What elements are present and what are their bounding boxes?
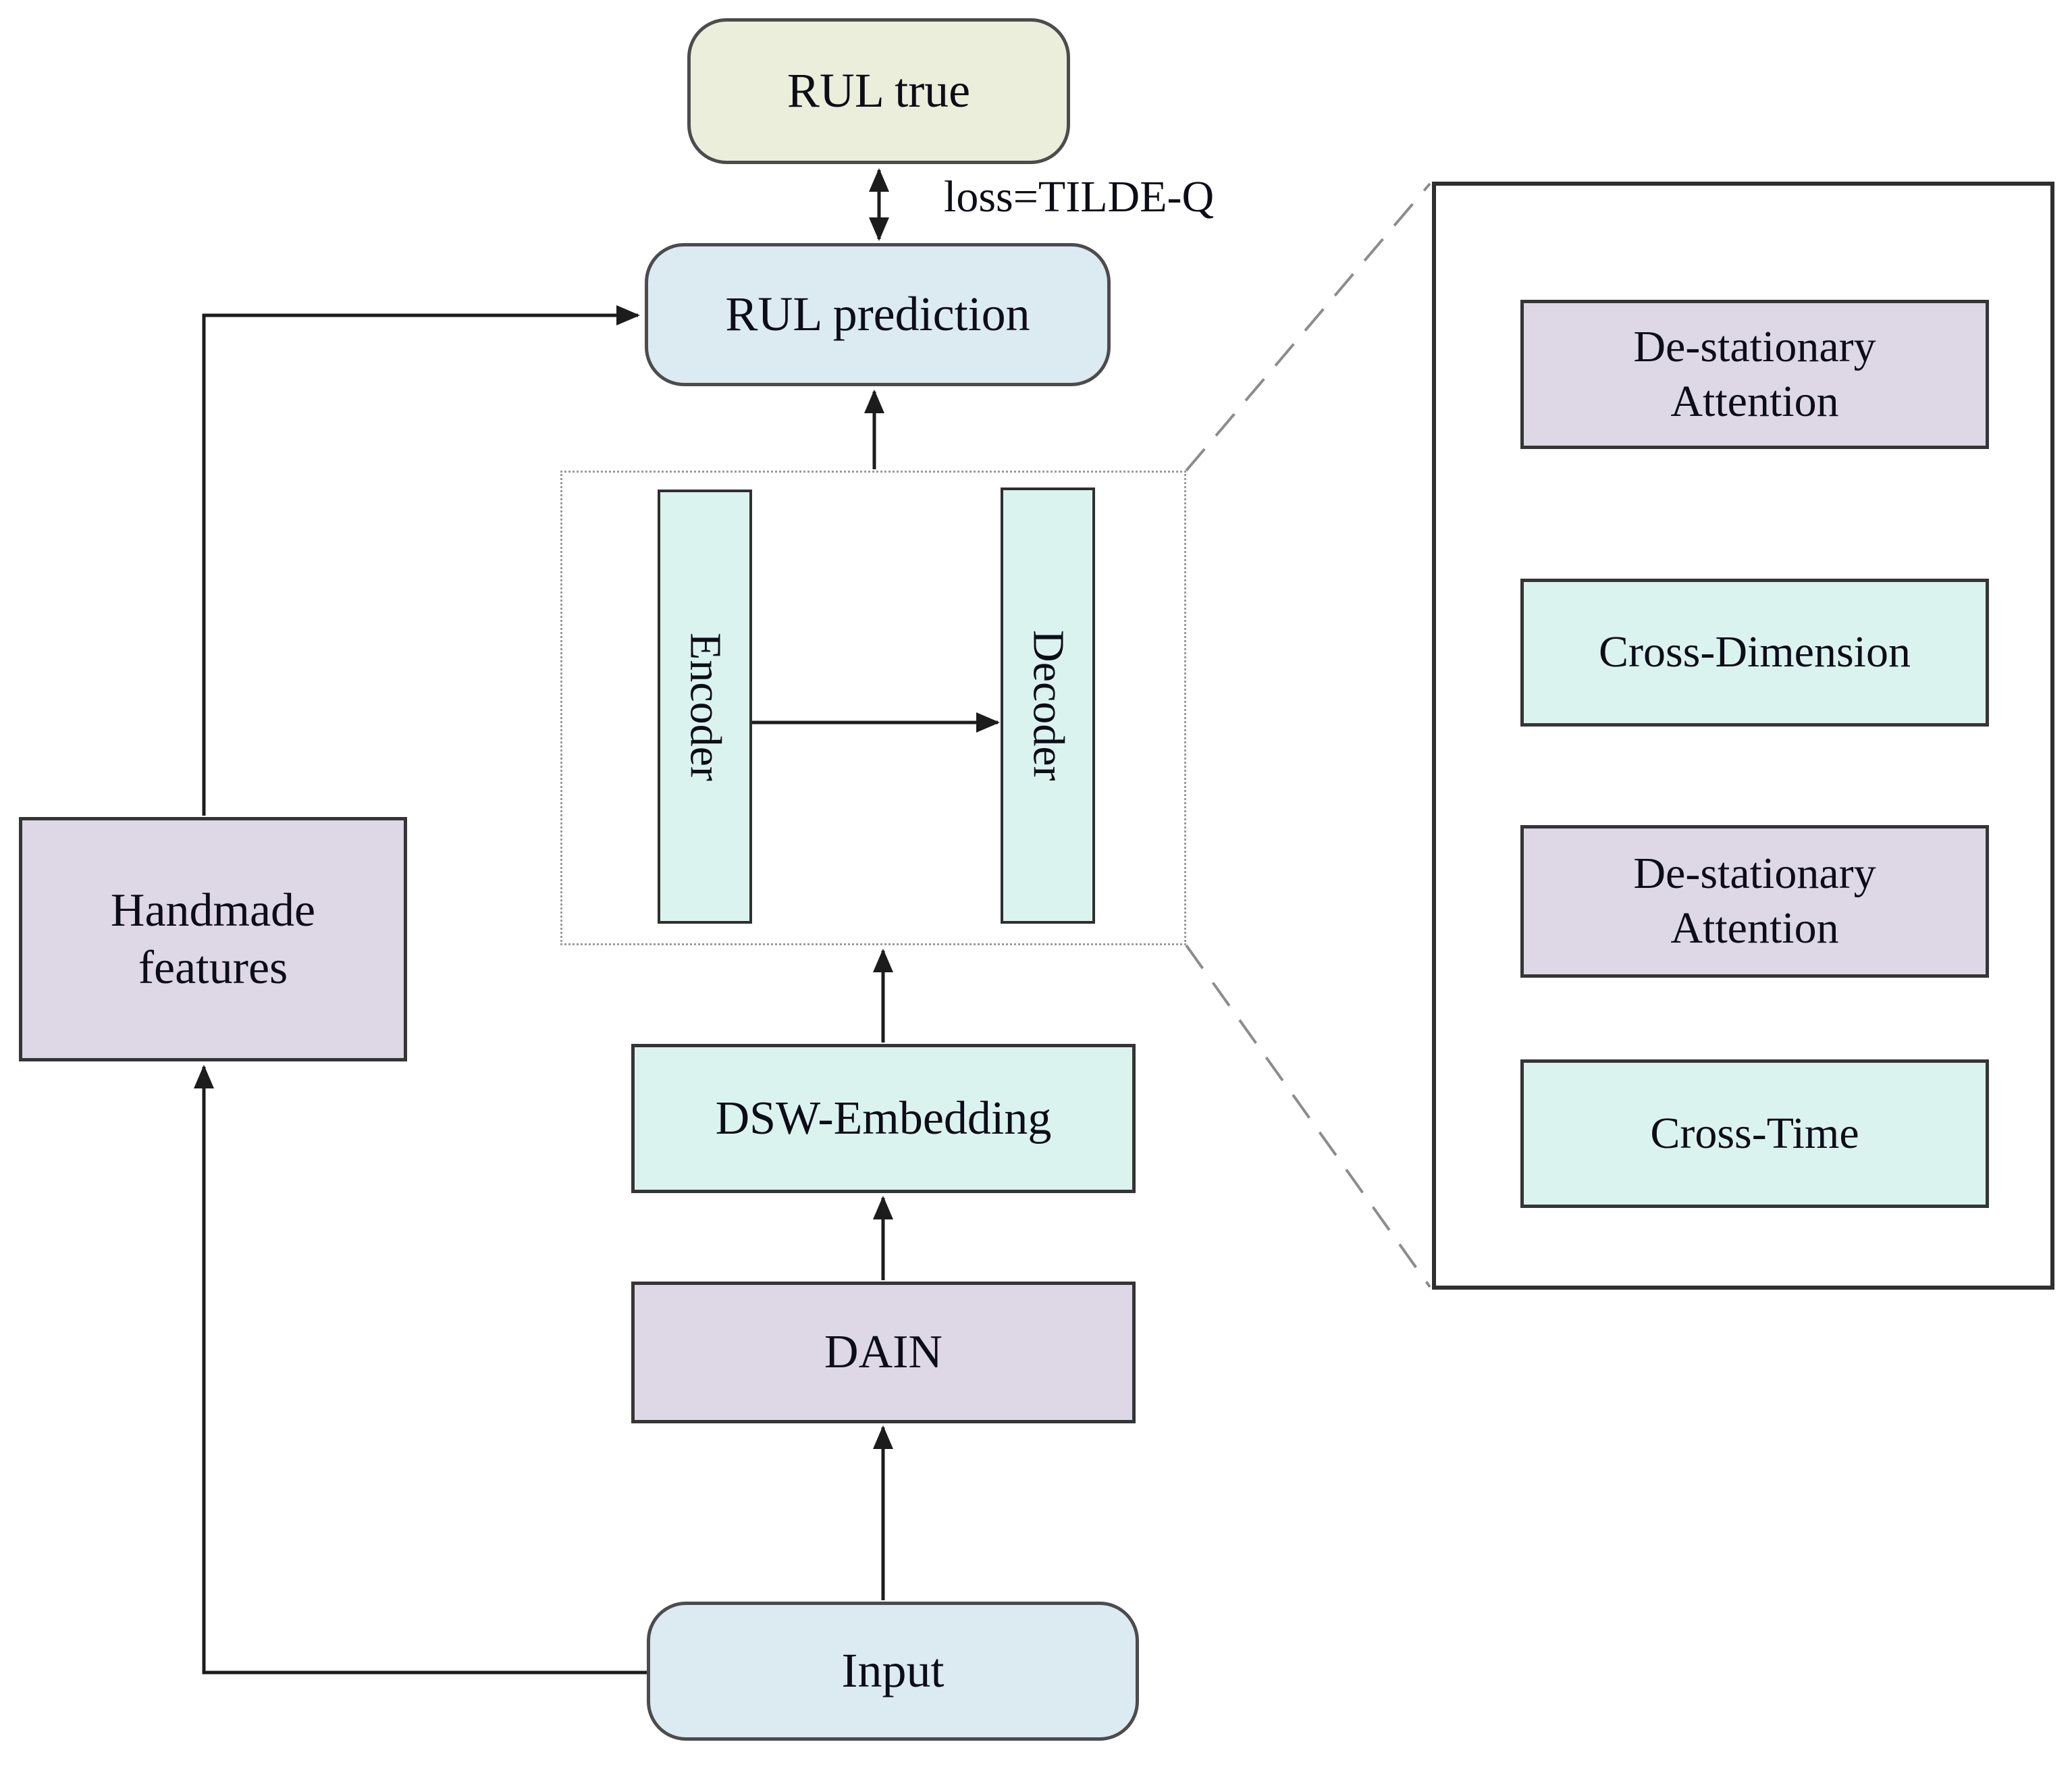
node-handmade-features: Handmade features <box>19 817 407 1061</box>
panel-box-cross-dimension-label: Cross-Dimension <box>1599 627 1911 677</box>
node-rul-prediction-label: RUL prediction <box>725 287 1030 342</box>
dashed-connector-top <box>1185 182 1431 472</box>
node-decoder: Decoder <box>1001 488 1095 924</box>
panel-box-cross-time: Cross-Time <box>1520 1059 1989 1208</box>
node-decoder-label: Decoder <box>1024 630 1073 781</box>
panel-box-de-stationary-attention-bottom: De-stationary Attention <box>1520 825 1989 978</box>
arrow-handmade-to-rul-prediction <box>202 305 640 816</box>
node-encoder-label: Encoder <box>681 632 730 781</box>
node-dsw-embedding: DSW-Embedding <box>631 1044 1136 1193</box>
node-input: Input <box>647 1602 1139 1741</box>
panel-box-cross-dimension: Cross-Dimension <box>1520 579 1989 727</box>
node-rul-true: RUL true <box>687 18 1070 164</box>
panel-box-de-stationary-attention-top: De-stationary Attention <box>1520 300 1989 449</box>
node-rul-true-label: RUL true <box>787 63 971 118</box>
encoder-decoder-container <box>560 471 1186 945</box>
panel-box-de-stationary-attention-bottom-label: De-stationary Attention <box>1633 849 1876 953</box>
arrow-input-to-handmade <box>194 1065 647 1675</box>
node-dsw-embedding-label: DSW-Embedding <box>715 1092 1052 1144</box>
node-input-label: Input <box>841 1643 945 1698</box>
node-handmade-features-label: Handmade features <box>110 884 316 994</box>
node-rul-prediction: RUL prediction <box>645 243 1111 386</box>
node-dain-label: DAIN <box>824 1326 942 1379</box>
panel-box-de-stationary-attention-top-label: De-stationary Attention <box>1633 321 1876 426</box>
loss-function-label: loss=TILDE-Q <box>944 172 1215 221</box>
node-dain: DAIN <box>631 1282 1136 1423</box>
dashed-connector-bottom <box>1185 944 1431 1288</box>
node-encoder: Encoder <box>658 490 752 924</box>
panel-box-cross-time-label: Cross-Time <box>1650 1108 1859 1158</box>
